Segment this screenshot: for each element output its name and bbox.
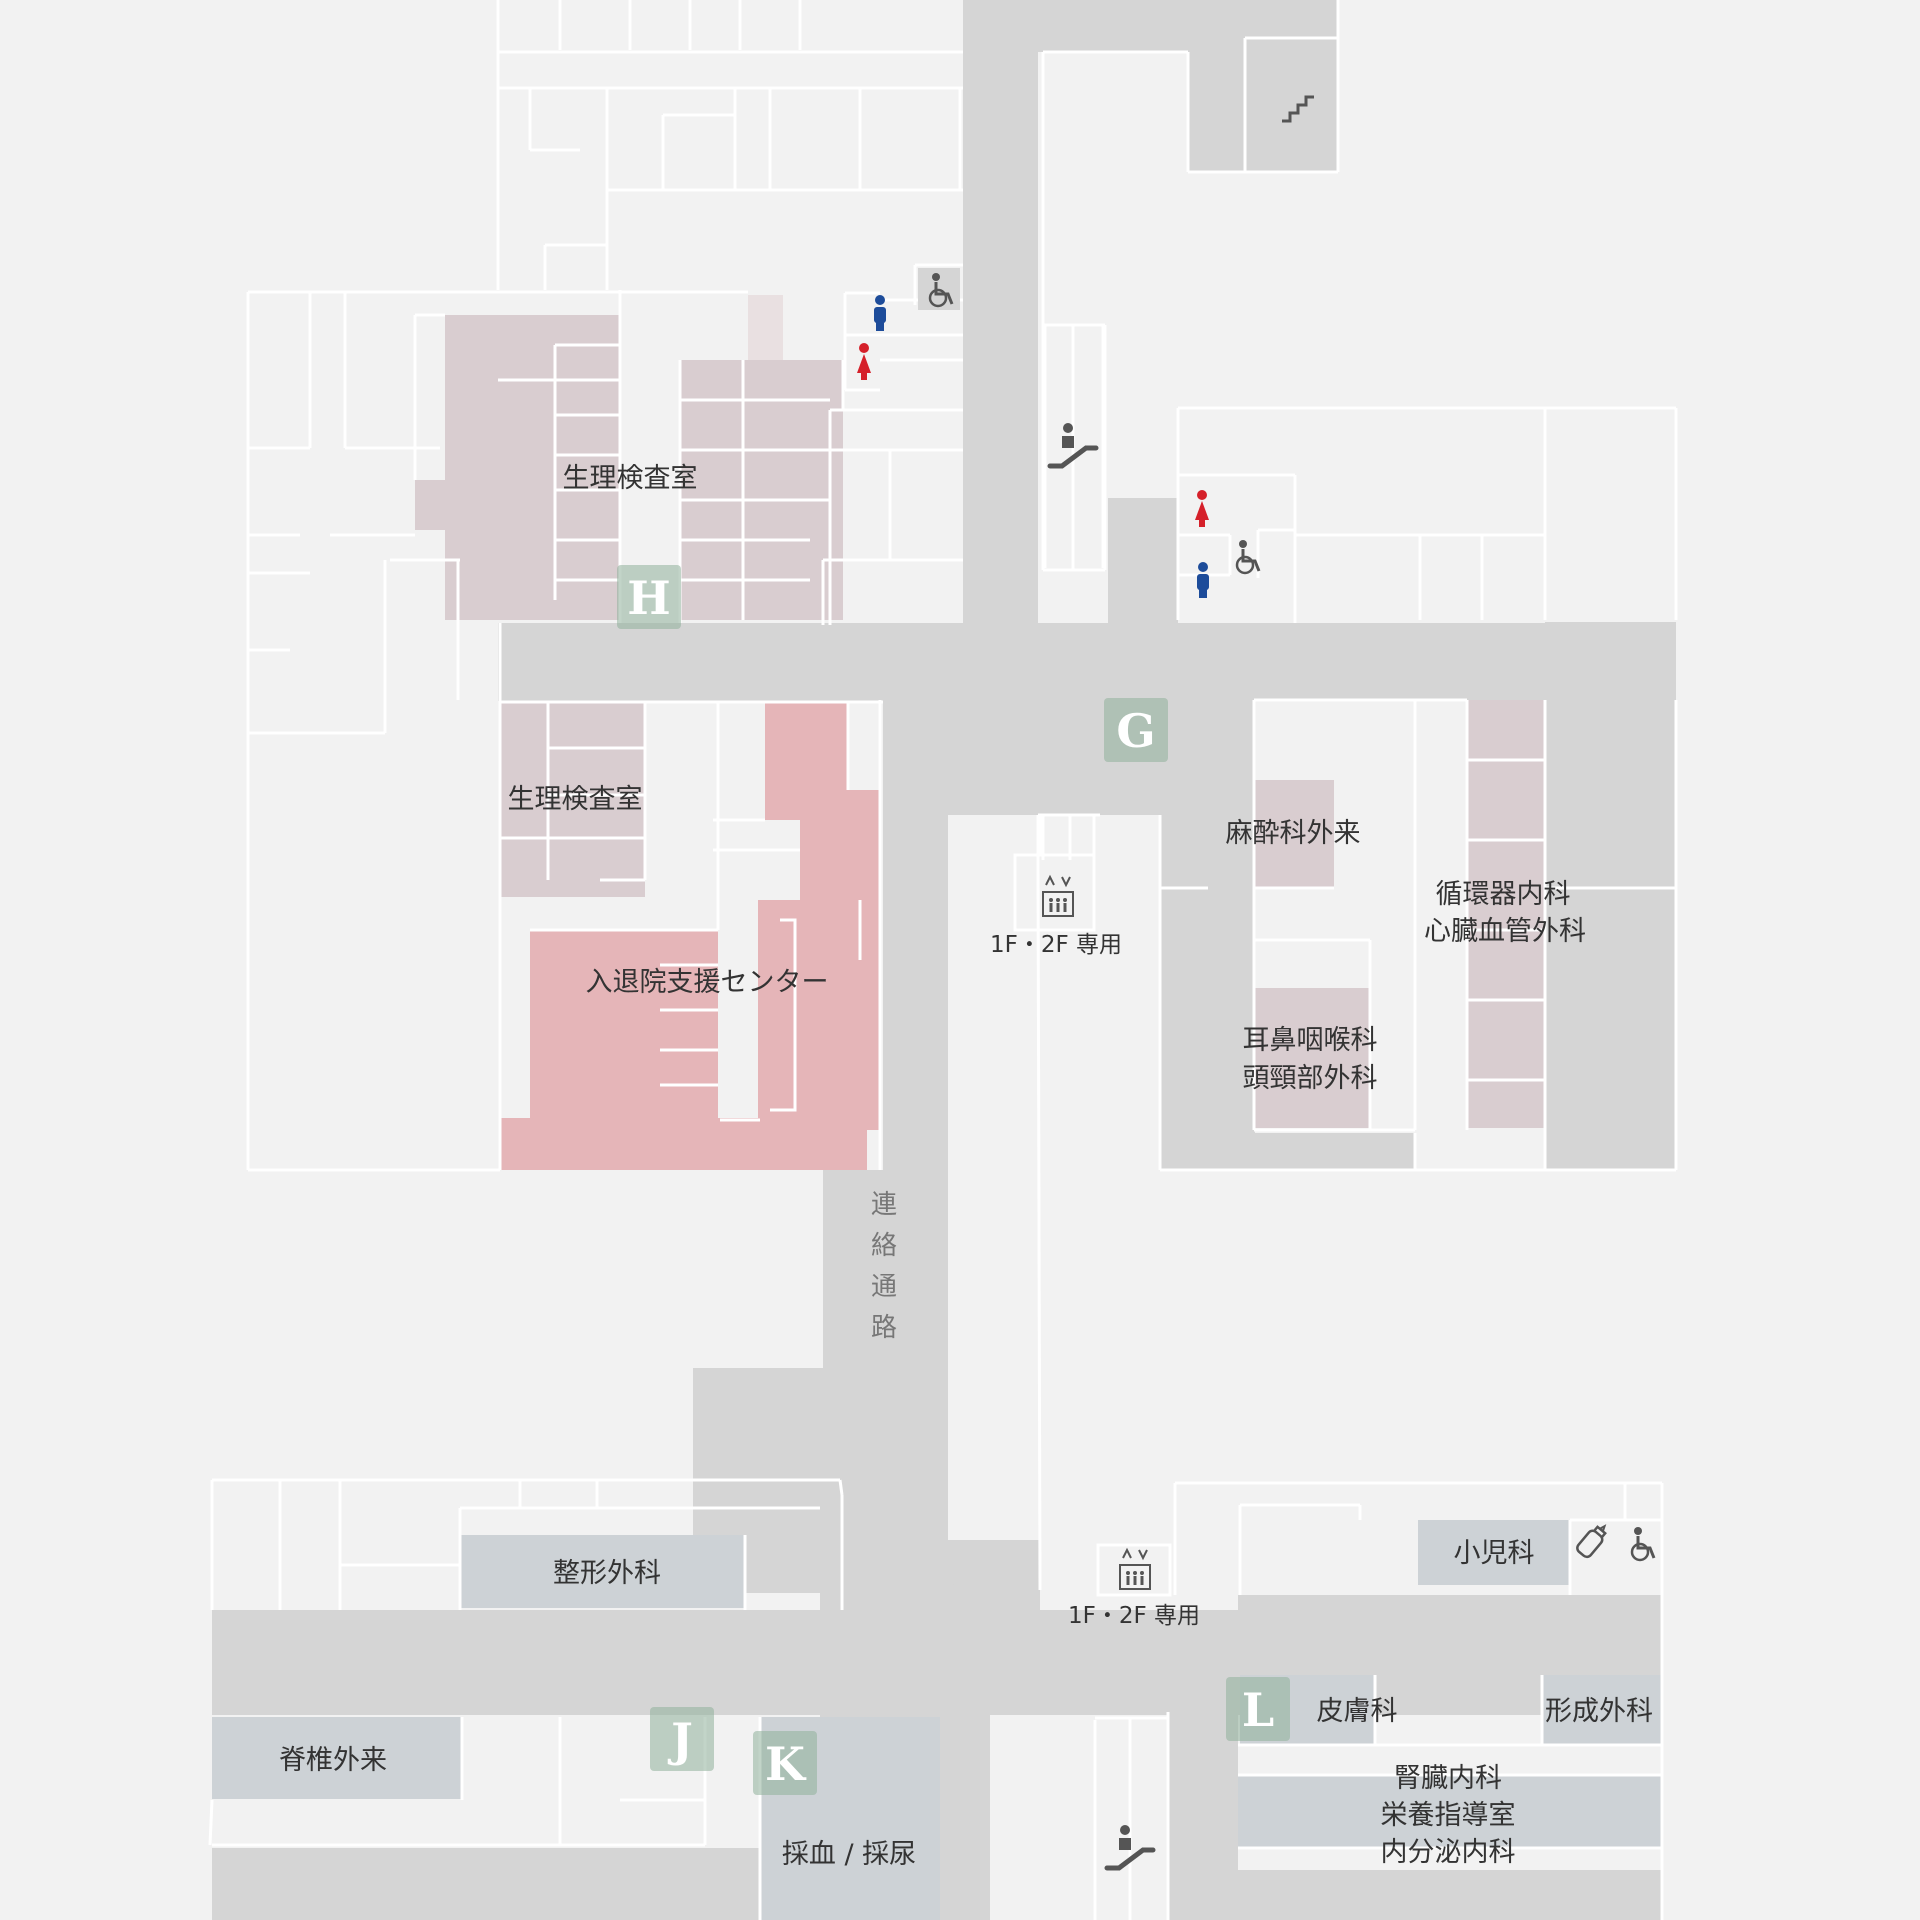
- wheelchair-icon: [918, 268, 960, 310]
- escalator-icon: [1047, 423, 1099, 469]
- label-keisei: 形成外科: [1545, 1696, 1653, 1727]
- seikei-room: [460, 1535, 745, 1608]
- label-seikei: 整形外科: [553, 1558, 661, 1589]
- shoni-room: [1418, 1520, 1570, 1585]
- seiri-upper-block: [498, 330, 620, 620]
- label-saiketsu: 採血 / 採尿: [782, 1839, 916, 1870]
- location-markers: H G J K L: [617, 565, 1290, 1795]
- jinzo-room: [1238, 1775, 1662, 1848]
- nyutaiin-main: [530, 930, 718, 1130]
- label-nyutaiin: 入退院支援センター: [586, 967, 829, 998]
- walls: [208, 0, 1678, 1920]
- corridor-bottom-strip: [1160, 1133, 1415, 1170]
- corridor-spine-west: [823, 1170, 948, 1370]
- corridor-corner-curve: [948, 1540, 1040, 1610]
- marker-h: [617, 565, 681, 629]
- corridor-stair-hall: [1188, 52, 1338, 172]
- label-masui: 麻酔科外来: [1226, 818, 1361, 849]
- label-seiri-lower: 生理検査室: [508, 784, 643, 815]
- label-sekitsui: 脊椎外来: [279, 1745, 387, 1776]
- label-junkanki-2: 心臓血管外科: [1424, 916, 1586, 947]
- rooms-mauve: [415, 295, 1545, 1128]
- female-restroom-icon: [857, 343, 871, 380]
- label-elevator-1: 1F・2F 専用: [990, 932, 1122, 958]
- nyutaiin-column: [758, 900, 880, 1130]
- corridor-southeast-bottom: [1168, 1870, 1662, 1920]
- label-elevator-2: 1F・2F 専用: [1068, 1603, 1200, 1629]
- label-hifu: 皮膚科: [1317, 1696, 1398, 1727]
- corridor-label-char-2: 絡: [871, 1231, 897, 1261]
- marker-k: [753, 1731, 817, 1795]
- elevator-icon: [1042, 874, 1074, 917]
- seiri-upper-wing: [415, 480, 510, 530]
- rooms-gray: [212, 1520, 1662, 1920]
- corridor-east-right: [1545, 622, 1676, 1170]
- masui-room: [1254, 780, 1334, 888]
- label-seiri-upper: 生理検査室: [563, 463, 698, 494]
- marker-g-letter: G: [1116, 704, 1155, 758]
- corridor-label-char-1: 連: [871, 1190, 897, 1220]
- corridors: [212, 0, 1676, 1920]
- elevator-icon: [1119, 1547, 1151, 1590]
- corridor-south-mid: [820, 1540, 1040, 1610]
- nyutaiin-bottom: [500, 1118, 867, 1170]
- seiri-upper-right: [680, 360, 843, 620]
- corridor-g-lower: [1160, 623, 1255, 1170]
- corridor-east-stub: [1108, 498, 1178, 623]
- male-restroom-icon: [1197, 562, 1209, 598]
- label-jinzo-2: 栄養指導室: [1381, 1800, 1516, 1831]
- corridor-label-char-3: 通: [871, 1272, 897, 1302]
- label-jibi-2: 頭頸部外科: [1243, 1063, 1378, 1094]
- corridor-label-char-4: 路: [871, 1313, 897, 1343]
- female-restroom-icon: [1195, 490, 1209, 527]
- male-restroom-icon: [874, 295, 886, 331]
- corridor-top-cap: [1038, 0, 1338, 52]
- rooms-pink: [500, 703, 880, 1170]
- marker-k-letter: K: [765, 1737, 807, 1791]
- wheelchair-icon: [1630, 1527, 1656, 1562]
- stairs-icon: [1282, 95, 1314, 123]
- escalator-icon: [1104, 1825, 1156, 1871]
- label-jinzo-1: 腎臓内科: [1394, 1763, 1502, 1794]
- sekitsui-room: [212, 1717, 462, 1799]
- label-jibi-1: 耳鼻咽喉科: [1243, 1025, 1378, 1056]
- marker-l-letter: L: [1242, 1683, 1274, 1737]
- jibi-room: [1254, 988, 1369, 1128]
- marker-j: [650, 1707, 714, 1771]
- label-jinzo-3: 内分泌内科: [1381, 1837, 1516, 1868]
- corridor-north: [963, 0, 1038, 640]
- marker-j-letter: J: [667, 1713, 693, 1767]
- corridor-south-bottom: [212, 1848, 820, 1920]
- marker-h-letter: H: [627, 571, 670, 625]
- corridor-east-block: [1238, 1595, 1662, 1675]
- marker-l: [1226, 1677, 1290, 1741]
- nursing-bottle-icon: [1576, 1524, 1607, 1559]
- room-labels: 生理検査室 生理検査室 入退院支援センター 麻酔科外来 循環器内科 心臓血管外科…: [279, 463, 1653, 1870]
- label-junkanki-1: 循環器内科: [1436, 879, 1571, 910]
- wheelchair-icon: [1235, 540, 1261, 575]
- keisei-room: [1542, 1675, 1662, 1745]
- seiri-lower: [500, 702, 645, 897]
- corridor-plaza-curve: [990, 1760, 1095, 1920]
- marker-g: [1104, 698, 1168, 762]
- junkanki-room: [1467, 700, 1545, 1128]
- label-shoni: 小児科: [1454, 1538, 1535, 1569]
- seiri-upper-top-strip: [748, 295, 783, 360]
